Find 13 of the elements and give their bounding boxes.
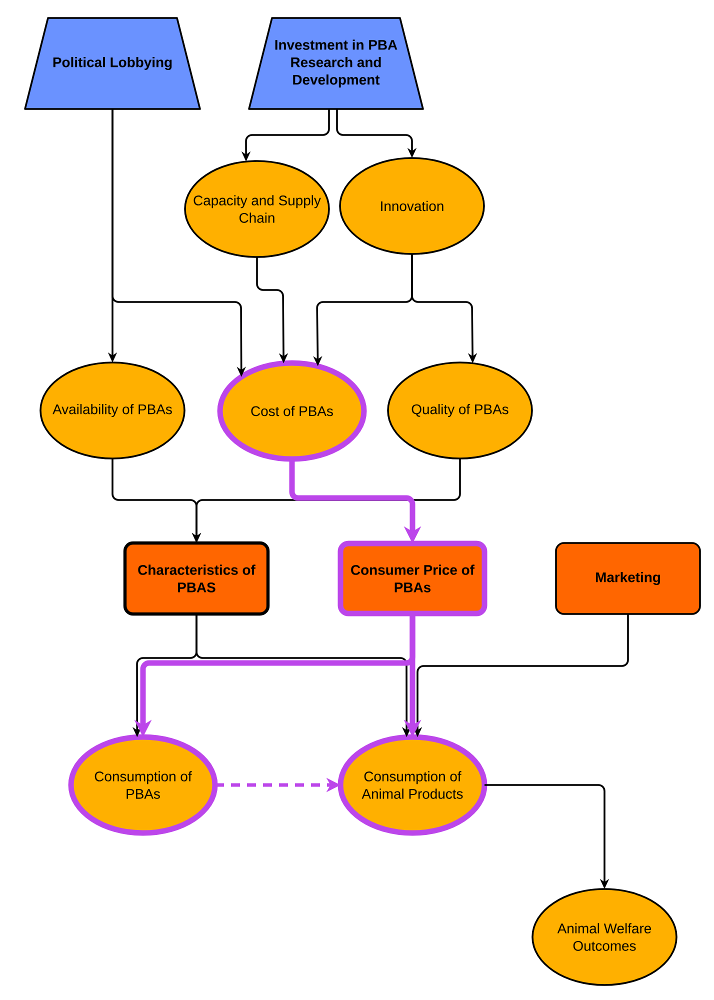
ellipse-node: Quality of PBAs bbox=[387, 362, 533, 460]
rounded-box: Characteristics of PBAS bbox=[123, 541, 270, 616]
rounded-box: Marketing bbox=[555, 542, 701, 615]
rounded-box: Consumer Price of PBAs bbox=[338, 540, 488, 616]
ellipse-node: Consumption of Animal Products bbox=[338, 734, 488, 836]
trapezoid-node: Investment in PBA Research and Development bbox=[248, 17, 424, 110]
ellipse-node: Animal Welfare Outcomes bbox=[532, 888, 678, 986]
ellipse-node: Capacity and Supply Chain bbox=[184, 160, 330, 258]
ellipse-node: Cost of PBAs bbox=[217, 360, 367, 462]
ellipse-node: Consumption of PBAs bbox=[68, 734, 218, 836]
trapezoid-node: Political Lobbying bbox=[24, 17, 201, 110]
ellipse-node: Availability of PBAs bbox=[40, 362, 186, 460]
ellipse-node: Innovation bbox=[339, 157, 485, 255]
